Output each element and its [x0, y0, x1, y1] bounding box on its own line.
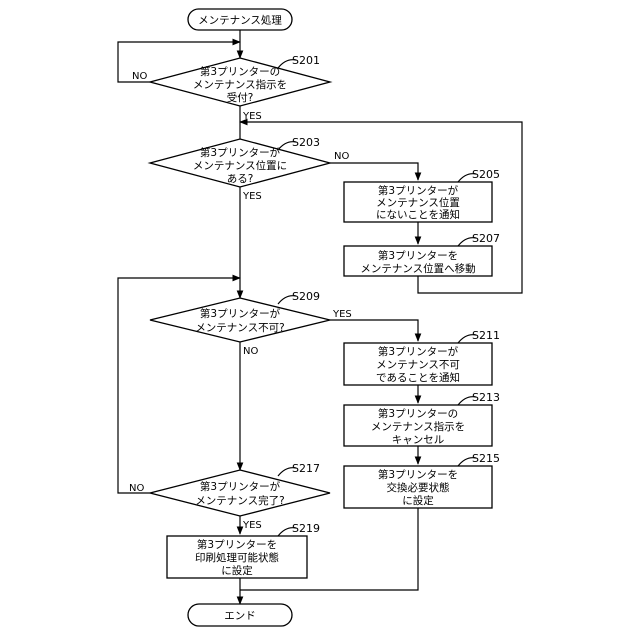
s213-line-3: キャンセル	[392, 434, 445, 446]
s203-id: S203	[292, 136, 320, 149]
s211-line-1: 第3プリンターが	[378, 345, 459, 358]
s209-line-1: 第3プリンターが	[200, 307, 281, 320]
s205-line-1: 第3プリンターが	[378, 184, 459, 197]
s207-line-2: メンテナンス位置へ移動	[360, 262, 475, 275]
s201-no-label: NO	[132, 71, 147, 82]
s217-line-1: 第3プリンターが	[200, 480, 281, 493]
s213-id: S213	[472, 391, 500, 404]
s213-line-1: 第3プリンターの	[378, 407, 458, 420]
s207-id: S207	[472, 232, 500, 245]
s203-line-3: ある?	[227, 173, 254, 185]
s215-line-2: 交換必要状態	[387, 481, 450, 494]
s207-line-1: 第3プリンターを	[378, 249, 458, 262]
process-s205: 第3プリンターが メンテナンス位置 にないことを通知 S205	[344, 168, 500, 222]
s201-line-2: メンテナンス指示を	[193, 78, 287, 91]
s203-yes-label: YES	[242, 191, 262, 202]
s205-line-2: メンテナンス位置	[376, 196, 460, 209]
s215-line-1: 第3プリンターを	[378, 468, 458, 481]
start-terminal: メンテナンス処理	[188, 9, 292, 30]
s217-yes-label: YES	[242, 520, 262, 531]
s211-line-3: であることを通知	[376, 371, 460, 384]
s219-line-2: 印刷処理可能状態	[195, 551, 279, 564]
s217-line-2: メンテナンス完了?	[195, 494, 284, 507]
end-terminal: エンド	[188, 604, 292, 626]
s219-line-3: に設定	[221, 564, 253, 577]
end-label: エンド	[224, 610, 256, 622]
s217-no-label: NO	[129, 483, 144, 494]
s215-id: S215	[472, 452, 500, 465]
decision-s209: 第3プリンターが メンテナンス不可? S209	[150, 290, 330, 342]
process-s207: 第3プリンターを メンテナンス位置へ移動 S207	[344, 232, 500, 276]
start-label: メンテナンス処理	[198, 14, 282, 27]
s217-id: S217	[292, 462, 320, 475]
s213-line-2: メンテナンス指示を	[371, 420, 465, 433]
process-s213: 第3プリンターの メンテナンス指示を キャンセル S213	[344, 391, 500, 446]
process-s215: 第3プリンターを 交換必要状態 に設定 S215	[344, 452, 500, 508]
s209-no-label: NO	[243, 346, 258, 357]
s201-line-3: 受付?	[227, 91, 254, 104]
s203-no-label: NO	[334, 151, 349, 162]
decision-s201: 第3プリンターの メンテナンス指示を 受付? S201	[150, 54, 330, 106]
s211-line-2: メンテナンス不可	[376, 359, 460, 371]
s215-line-3: に設定	[402, 494, 434, 507]
s205-id: S205	[472, 168, 500, 181]
s201-line-1: 第3プリンターの	[200, 65, 280, 78]
s203-line-1: 第3プリンターが	[200, 146, 281, 159]
s211-id: S211	[472, 329, 500, 342]
decision-s203: 第3プリンターが メンテナンス位置に ある? S203	[150, 136, 330, 187]
s201-id: S201	[292, 54, 320, 67]
s201-yes-label: YES	[242, 111, 262, 122]
s209-id: S209	[292, 290, 320, 303]
s209-line-2: メンテナンス不可?	[195, 322, 284, 334]
s205-line-3: にないことを通知	[376, 208, 460, 221]
s219-line-1: 第3プリンターを	[197, 538, 277, 551]
process-s211: 第3プリンターが メンテナンス不可 であることを通知 S211	[344, 329, 500, 385]
s209-yes-label: YES	[332, 309, 352, 320]
decision-s217: 第3プリンターが メンテナンス完了? S217	[150, 462, 330, 516]
s203-line-2: メンテナンス位置に	[193, 159, 287, 172]
s219-id: S219	[292, 522, 320, 535]
